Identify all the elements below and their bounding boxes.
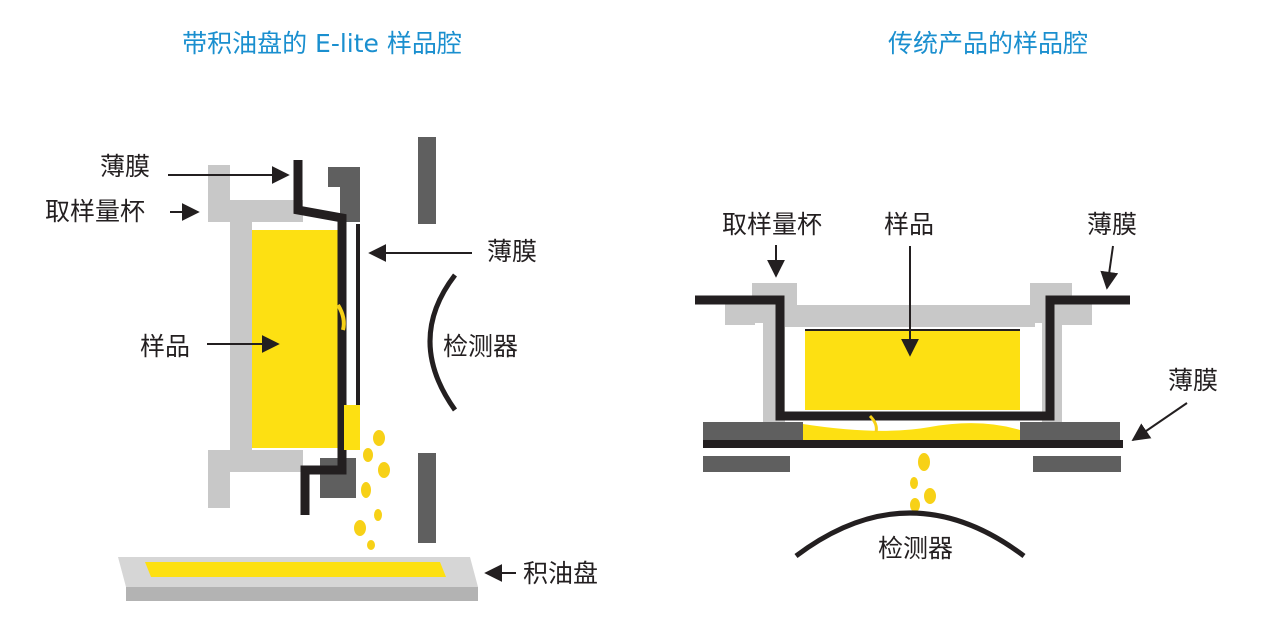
- right-label-film-top: 薄膜: [1087, 210, 1137, 239]
- right-panel-title: 传统产品的样品腔: [888, 29, 1088, 58]
- right-holder: [703, 422, 1123, 472]
- right-detector-arc: [794, 510, 1026, 558]
- left-label-sample-cup: 取样量杯: [45, 197, 145, 226]
- left-label-detector: 检测器: [443, 332, 518, 361]
- left-label-sample: 样品: [140, 332, 190, 361]
- right-label-film-right: 薄膜: [1168, 366, 1218, 395]
- right-panel: 传统产品的样品腔: [695, 29, 1218, 563]
- right-label-detector: 检测器: [878, 534, 953, 563]
- right-film: [695, 295, 1130, 421]
- left-oil-drops: [336, 303, 390, 550]
- left-detector-arc: [427, 273, 458, 412]
- left-label-oil-tray: 积油盘: [523, 559, 598, 588]
- left-oil-tray: [118, 557, 478, 601]
- left-panel-title: 带积油盘的 E-lite 样品腔: [182, 29, 462, 58]
- left-sample-cup: [208, 165, 303, 508]
- right-oil-drops: [803, 414, 1020, 512]
- left-film: [293, 160, 360, 515]
- left-label-film-right: 薄膜: [487, 237, 537, 266]
- left-panel: 带积油盘的 E-lite 样品腔: [45, 29, 598, 601]
- left-sample: [252, 230, 340, 448]
- right-label-sample: 样品: [884, 210, 934, 239]
- right-label-sample-cup: 取样量杯: [722, 210, 822, 239]
- left-label-film-top: 薄膜: [100, 152, 150, 181]
- right-sample: [805, 330, 1020, 410]
